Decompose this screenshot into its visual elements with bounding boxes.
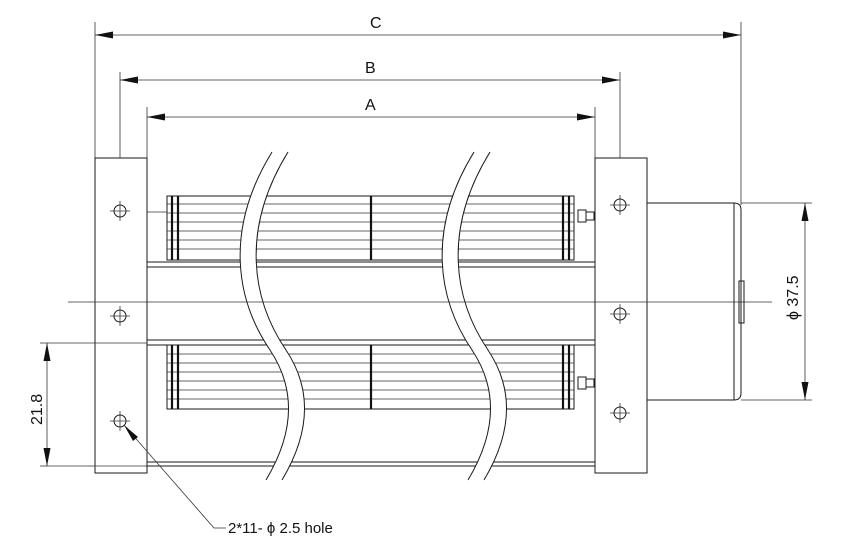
break-line-left — [239, 151, 306, 481]
dimension-diameter-label: ϕ 37.5 — [785, 275, 802, 320]
lower-impeller — [166, 344, 595, 410]
dimension-b-label: B — [365, 60, 376, 77]
dimension-height: 21.8 — [29, 342, 147, 467]
dimension-c-label: C — [370, 15, 382, 32]
hole-callout-label: 2*11- ϕ 2.5 hole — [228, 520, 333, 537]
dimension-a-label: A — [365, 97, 376, 114]
dimension-diameter: ϕ 37.5 — [741, 202, 812, 401]
hole-callout: 2*11- ϕ 2.5 hole — [123, 424, 333, 537]
dimension-c: C — [94, 15, 742, 205]
dimension-height-label: 21.8 — [29, 394, 46, 425]
hole-right-bottom — [610, 403, 630, 423]
dimension-b: B — [119, 60, 621, 200]
left-end-plate — [94, 157, 148, 474]
hole-right-middle — [610, 304, 630, 324]
break-line-right — [441, 151, 508, 481]
hole-left-middle — [110, 306, 130, 326]
hole-left-bottom — [110, 411, 130, 431]
motor — [647, 202, 745, 401]
upper-impeller — [147, 195, 595, 261]
mounting-holes — [110, 195, 630, 431]
hole-right-top — [610, 195, 630, 215]
hole-left-top — [110, 201, 130, 221]
